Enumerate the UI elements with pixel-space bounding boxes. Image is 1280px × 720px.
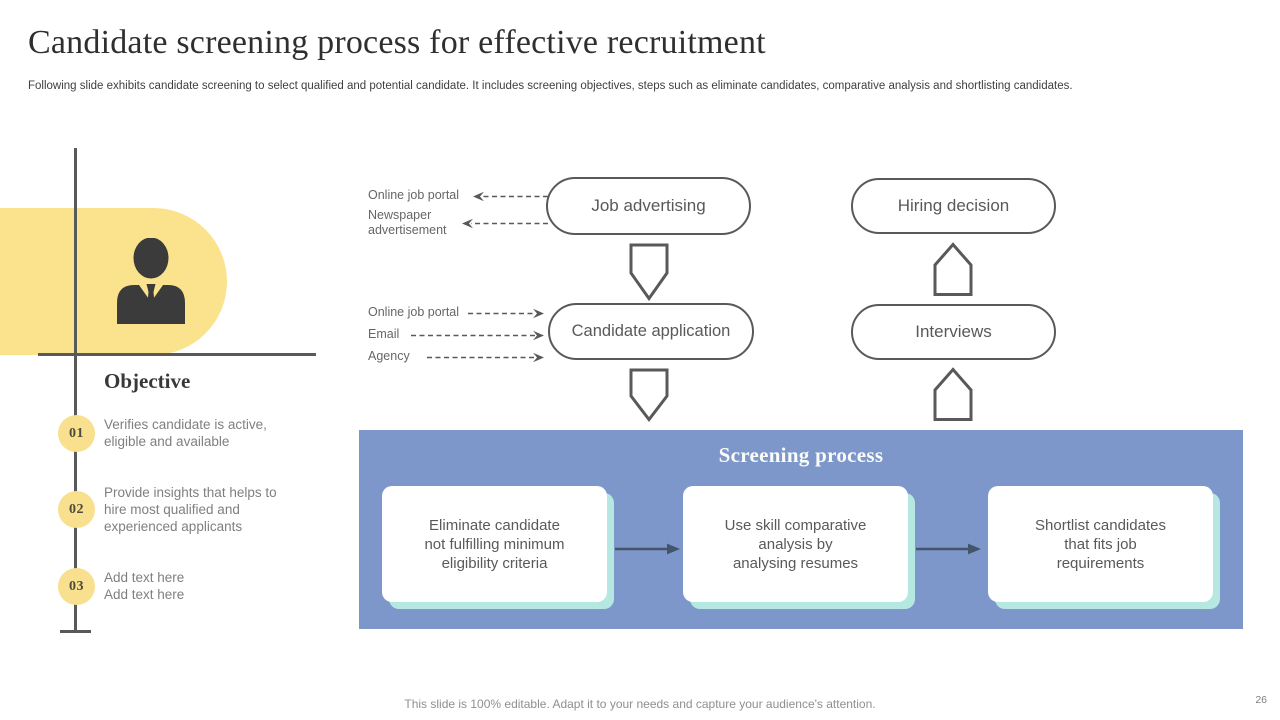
- screening-title: Screening process: [718, 443, 884, 467]
- dashed-arrow-right-icon-1: [468, 308, 544, 319]
- step-3-line-1: Shortlist candidates: [1035, 516, 1166, 534]
- pill-interviews: Interviews: [851, 304, 1056, 360]
- channel-label-agency: Agency: [368, 349, 410, 363]
- page-title: Candidate screening process for effectiv…: [28, 24, 766, 61]
- objective-item-3-line-1: Add text here: [104, 570, 185, 585]
- screening-step-card-2: Use skill comparative analysis by analys…: [683, 486, 908, 602]
- channel-label-online-job-portal-out: Online job portal: [368, 188, 460, 202]
- pill-candidate-application: Candidate application: [548, 303, 754, 360]
- step-1-line-3: eligibility criteria: [441, 554, 548, 572]
- objective-item-1-line-1: Verifies candidate is active,: [104, 417, 267, 432]
- newspaper-line-2: advertisement: [368, 223, 447, 237]
- dashed-arrow-right-icon-2: [411, 330, 544, 341]
- step-arrow-icon-1: [615, 543, 680, 555]
- channel-label-newspaper-advertisement: Newspaper advertisement: [368, 208, 447, 238]
- slide-footer-note: This slide is 100% editable. Adapt it to…: [404, 697, 876, 711]
- objective-number-badge-1: 01: [58, 415, 95, 452]
- step-3-line-3: requirements: [1056, 554, 1145, 572]
- dashed-arrow-left-icon-2: [462, 218, 548, 229]
- timeline-vertical-line: [74, 148, 77, 632]
- objective-item-text-3: Add text here Add text here: [104, 569, 339, 603]
- objective-number-badge-3: 03: [58, 568, 95, 605]
- channel-label-online-job-portal-in: Online job portal: [368, 305, 460, 319]
- step-2-line-3: analysing resumes: [732, 554, 859, 572]
- screening-step-card-3: Shortlist candidates that fits job requi…: [988, 486, 1213, 602]
- timeline-end-cap: [60, 630, 91, 633]
- objective-item-3-line-2: Add text here: [104, 587, 185, 602]
- person-icon: [117, 238, 185, 324]
- objective-item-text-2: Provide insights that helps to hire most…: [104, 484, 339, 535]
- objective-item-2-line-1: Provide insights that helps to: [104, 485, 277, 500]
- channel-label-email: Email: [368, 327, 400, 341]
- objective-accent-shape: [0, 208, 227, 355]
- objective-item-2-line-2: hire most qualified and: [104, 502, 240, 517]
- objective-item-2-line-3: experienced applicants: [104, 519, 243, 534]
- newspaper-line-1: Newspaper: [368, 208, 432, 222]
- up-arrow-icon-1: [933, 242, 973, 296]
- down-arrow-icon-1: [629, 243, 669, 301]
- objective-number-badge-2: 02: [58, 491, 95, 528]
- objective-underline: [38, 353, 316, 356]
- down-arrow-icon-2: [629, 368, 669, 422]
- step-2-line-2: analysis by: [758, 535, 833, 553]
- step-1-line-1: Eliminate candidate: [429, 516, 560, 534]
- objective-item-text-1: Verifies candidate is active, eligible a…: [104, 416, 339, 450]
- step-3-line-2: that fits job: [1064, 535, 1137, 553]
- page-subtitle: Following slide exhibits candidate scree…: [28, 80, 1073, 92]
- dashed-arrow-right-icon-3: [427, 352, 544, 363]
- objective-item-1-line-2: eligible and available: [104, 434, 230, 449]
- objective-heading: Objective: [104, 369, 191, 393]
- step-arrow-icon-2: [916, 543, 981, 555]
- dashed-arrow-left-icon-1: [473, 191, 548, 202]
- step-1-line-2: not fulfilling minimum: [424, 535, 565, 553]
- screening-step-card-1: Eliminate candidate not fulfilling minim…: [382, 486, 607, 602]
- up-arrow-icon-2: [933, 367, 973, 421]
- pill-job-advertising: Job advertising: [546, 177, 751, 235]
- pill-hiring-decision: Hiring decision: [851, 178, 1056, 234]
- step-2-line-1: Use skill comparative: [724, 516, 867, 534]
- page-number: 26: [1255, 694, 1267, 706]
